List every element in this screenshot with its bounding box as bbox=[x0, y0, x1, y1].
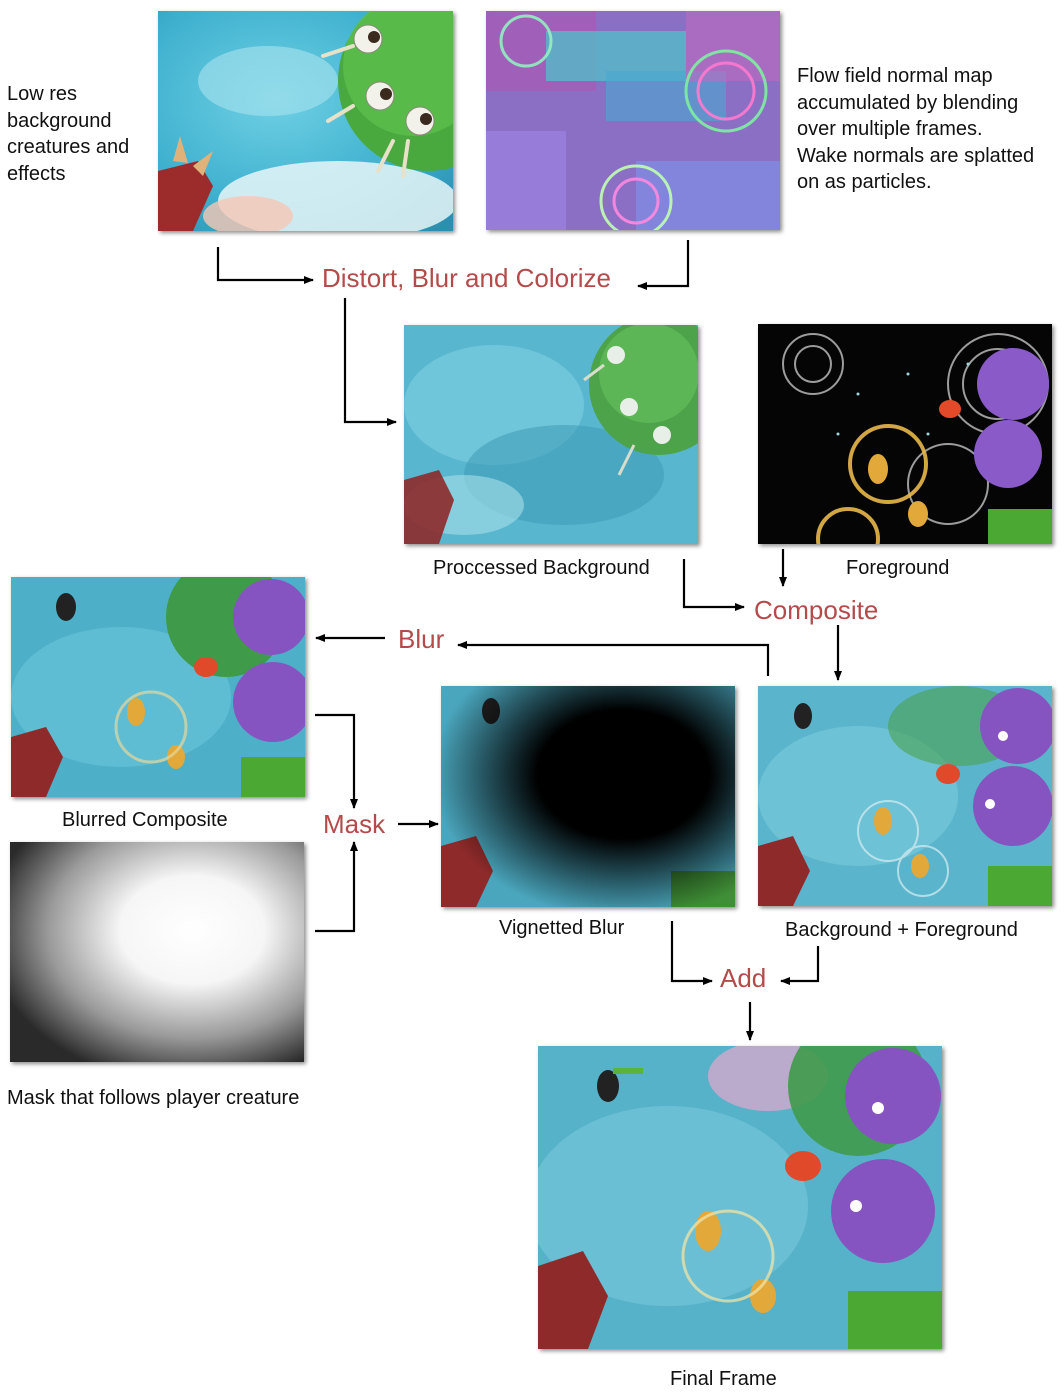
arrow-vignetted-to-add bbox=[670, 921, 713, 985]
distort-blur-colorize-label: Distort, Blur and Colorize bbox=[322, 263, 611, 293]
mask-image bbox=[10, 842, 304, 1062]
arrow-mask-image-to-mask bbox=[315, 841, 358, 933]
arrow-processed-to-composite bbox=[682, 559, 745, 611]
arrow-composite-to-blur bbox=[457, 641, 770, 676]
final-frame-image bbox=[538, 1046, 942, 1349]
mask-follows-caption: Mask that follows player creature bbox=[7, 1087, 300, 1109]
flow-field-normal-map-image bbox=[486, 11, 780, 230]
arrow-low-res-to-distort bbox=[216, 247, 314, 284]
foreground-image bbox=[758, 324, 1052, 544]
low-res-background-image bbox=[158, 11, 453, 231]
composite-label: Composite bbox=[754, 595, 879, 625]
arrow-blurred-composite-to-mask bbox=[315, 713, 358, 809]
arrow-distort-to-processed bbox=[343, 298, 397, 426]
flow-field-description: Flow field normal map accumulated by ble… bbox=[797, 65, 1035, 193]
processed-background-caption: Proccessed Background bbox=[433, 557, 650, 579]
vignetted-blur-caption: Vignetted Blur bbox=[499, 917, 625, 939]
background-foreground-caption: Background + Foreground bbox=[785, 919, 1018, 941]
arrow-bgfg-to-add bbox=[780, 946, 820, 985]
add-label: Add bbox=[720, 963, 767, 993]
blur-label: Blur bbox=[398, 624, 445, 654]
foreground-caption: Foreground bbox=[846, 557, 950, 579]
low-res-description: Low res background creatures and effects bbox=[7, 83, 130, 185]
mask-label: Mask bbox=[323, 809, 386, 839]
processed-background-image bbox=[404, 325, 698, 544]
final-frame-caption: Final Frame bbox=[670, 1368, 777, 1390]
blurred-composite-caption: Blurred Composite bbox=[62, 809, 228, 831]
blurred-composite-image bbox=[11, 577, 305, 797]
vignetted-blur-image bbox=[441, 686, 735, 907]
arrow-flow-to-distort bbox=[637, 240, 690, 290]
background-foreground-image bbox=[758, 686, 1052, 906]
